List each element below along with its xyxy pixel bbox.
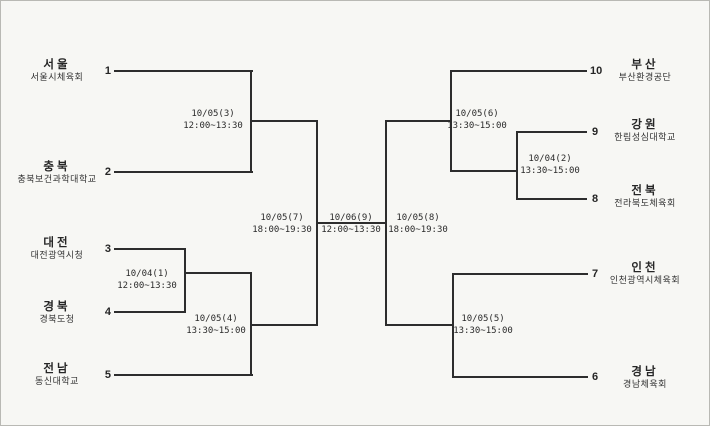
team-name: 인천: [631, 262, 659, 274]
match-label-1: 10/04(1) 12:00~13:30: [92, 268, 202, 292]
team-name: 대전: [43, 237, 71, 249]
team-name: 경남: [631, 366, 659, 378]
bracket-line-seed10: [451, 70, 587, 72]
bracket-out-match5: [385, 324, 454, 326]
bracket-final-line: [316, 222, 387, 224]
seed-number-8: 8: [592, 193, 599, 205]
match-code: 10/05(6): [455, 109, 499, 119]
match-code: 10/05(4): [194, 314, 238, 324]
team-gyeongnam: 경남 경남체육회: [589, 365, 701, 390]
bracket-out-match2: [450, 170, 518, 172]
seed-number-4: 4: [104, 306, 111, 318]
team-busan: 부산 부산환경공단: [589, 58, 701, 83]
team-name: 강원: [631, 119, 659, 131]
bracket-line-seed2: [114, 171, 253, 173]
bracket-line-seed3: [114, 248, 186, 250]
bracket-join-match8: [385, 120, 387, 326]
team-seoul: 서울 서울시체육회: [1, 58, 113, 83]
team-name: 부산: [631, 59, 659, 71]
bracket-line-seed7: [452, 273, 588, 275]
bracket-line-seed9: [516, 131, 587, 133]
match-time: 12:00~13:30: [183, 121, 243, 131]
bracket-out-match3: [250, 120, 318, 122]
team-name: 서울: [43, 59, 71, 71]
team-org: 충북보건과학대학교: [17, 174, 97, 184]
team-gyeongbuk: 경북 경북도청: [1, 300, 113, 325]
seed-number-10: 10: [590, 65, 603, 77]
match-label-8: 10/05(8) 18:00~19:30: [363, 212, 473, 236]
bracket-line-seed1: [114, 70, 253, 72]
team-org: 서울시체육회: [30, 72, 84, 82]
bracket-line-seed8: [516, 198, 587, 200]
match-label-3: 10/05(3) 12:00~13:30: [158, 108, 268, 132]
team-org: 경남체육회: [623, 379, 667, 389]
match-code: 10/05(3): [191, 109, 235, 119]
bracket-line-seed6: [452, 376, 588, 378]
bracket-join-match2: [516, 131, 518, 200]
team-jeonnam: 전남 동신대학교: [1, 362, 113, 387]
match-label-5: 10/05(5) 13:30~15:00: [428, 313, 538, 337]
bracket-out-match4: [250, 324, 318, 326]
team-name: 전북: [631, 185, 659, 197]
match-code: 10/05(7): [260, 213, 304, 223]
match-code: 10/04(1): [125, 269, 169, 279]
bracket-join-match1: [184, 248, 186, 313]
seed-number-5: 5: [104, 369, 111, 381]
team-name: 충북: [43, 161, 71, 173]
team-org: 전라북도체육회: [614, 198, 676, 208]
bracket-line-seed4: [114, 311, 186, 313]
match-time: 13:30~15:00: [453, 326, 513, 336]
team-daejeon: 대전 대전광역시청: [1, 236, 113, 261]
team-name: 경북: [43, 301, 71, 313]
bracket-line-seed5: [114, 374, 253, 376]
team-org: 동신대학교: [35, 376, 79, 386]
match-label-6: 10/05(6) 13:30~15:00: [422, 108, 532, 132]
match-label-4: 10/05(4) 13:30~15:00: [161, 313, 271, 337]
team-jeonbuk: 전북 전라북도체육회: [589, 184, 701, 209]
match-time: 13:30~15:00: [186, 326, 246, 336]
team-org: 대전광역시청: [30, 250, 84, 260]
match-time: 13:30~15:00: [520, 166, 580, 176]
match-time: 12:00~13:30: [321, 225, 381, 235]
seed-number-7: 7: [592, 268, 599, 280]
team-org: 인천광역시체육회: [609, 275, 681, 285]
match-code: 10/05(5): [461, 314, 505, 324]
team-org: 경북도청: [39, 314, 75, 324]
match-time: 18:00~19:30: [252, 225, 312, 235]
match-code: 10/05(8): [396, 213, 440, 223]
match-label-7: 10/05(7) 18:00~19:30: [227, 212, 337, 236]
match-time: 12:00~13:30: [117, 281, 177, 291]
match-time: 18:00~19:30: [388, 225, 448, 235]
team-org: 부산환경공단: [618, 72, 672, 82]
match-code: 10/04(2): [528, 154, 572, 164]
match-label-2: 10/04(2) 13:30~15:00: [495, 153, 605, 177]
seed-number-2: 2: [104, 166, 111, 178]
seed-number-6: 6: [592, 371, 599, 383]
match-label-9-final: 10/06(9) 12:00~13:30: [296, 212, 406, 236]
team-gangwon: 강원 한림성심대학교: [589, 118, 701, 143]
seed-number-3: 3: [104, 243, 111, 255]
team-incheon: 인천 인천광역시체육회: [589, 261, 701, 286]
seed-number-9: 9: [592, 126, 599, 138]
bracket-out-match6: [385, 120, 452, 122]
team-org: 한림성심대학교: [614, 132, 676, 142]
seed-number-1: 1: [104, 65, 111, 77]
team-name: 전남: [43, 363, 71, 375]
match-code: 10/06(9): [329, 213, 373, 223]
match-time: 13:30~15:00: [447, 121, 507, 131]
bracket-out-match1: [184, 272, 252, 274]
team-chungbuk: 충북 충북보건과학대학교: [1, 160, 113, 185]
